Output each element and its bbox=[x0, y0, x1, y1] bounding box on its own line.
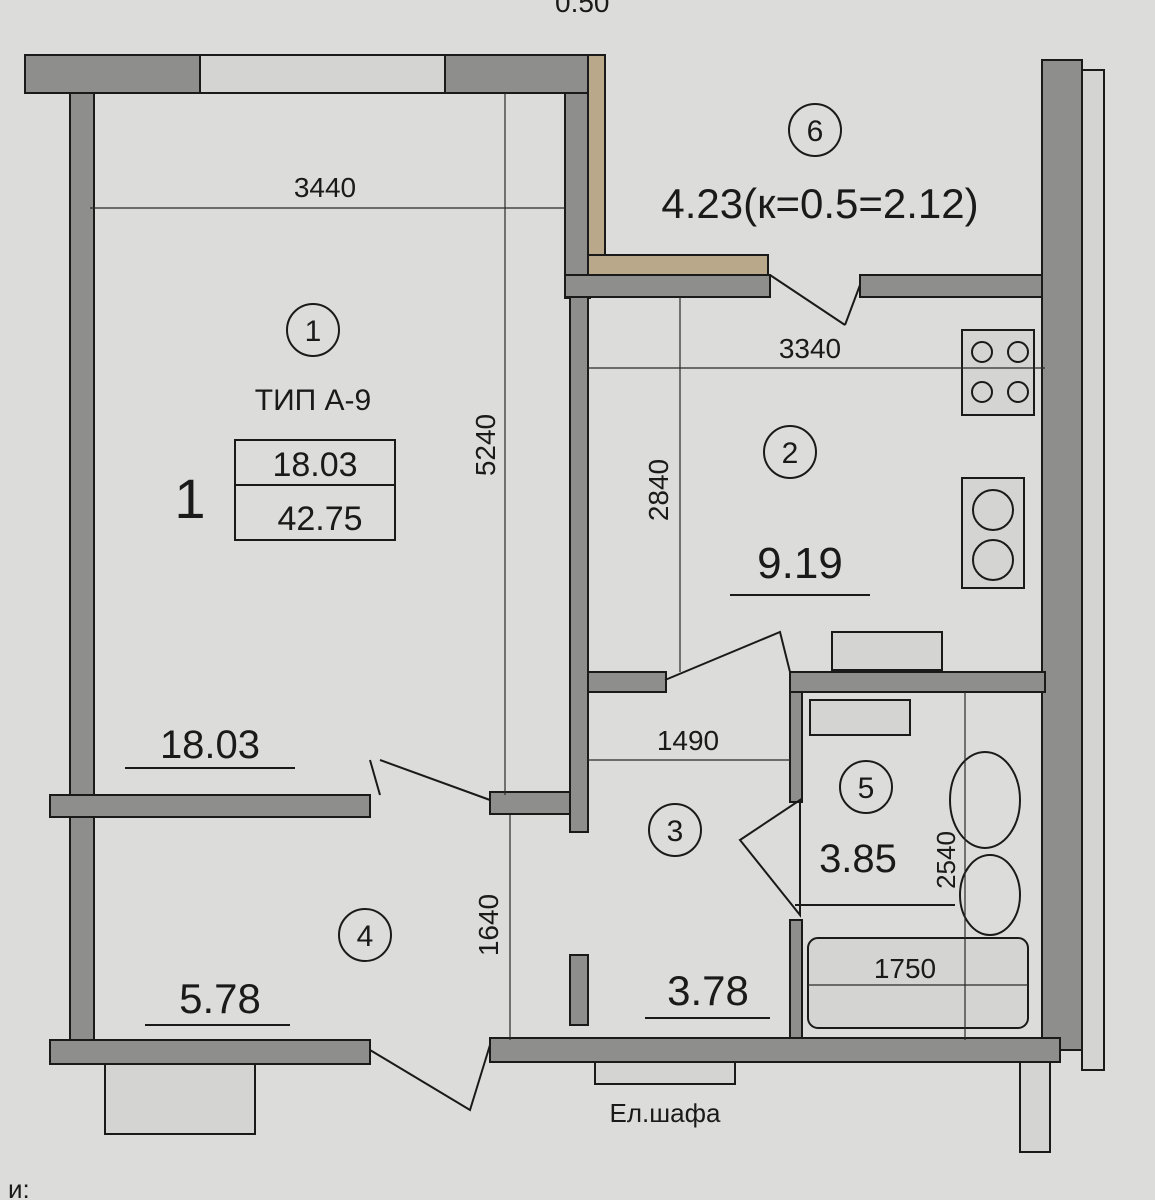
dim-kitchen-width: 3340 bbox=[779, 333, 841, 364]
room-6-number: 6 bbox=[807, 115, 824, 148]
bathtub-icon bbox=[807, 937, 1029, 1029]
sink-icon bbox=[961, 477, 1025, 589]
dim-room1-length: 5240 bbox=[470, 414, 501, 476]
footer-note: и: bbox=[8, 1174, 30, 1200]
washer-icon bbox=[809, 699, 911, 736]
electrical-cabinet-box bbox=[594, 1061, 736, 1085]
room-1-area: 18.03 bbox=[160, 723, 260, 767]
room-4-number: 4 bbox=[357, 920, 374, 953]
toilet-icon bbox=[949, 751, 1021, 849]
electrical-cabinet-label: Ел.шафа bbox=[610, 1098, 721, 1128]
room-5-number: 5 bbox=[858, 772, 875, 805]
dim-room1-width: 3440 bbox=[294, 172, 356, 203]
door-balcony bbox=[769, 274, 861, 326]
room-5-area: 3.85 bbox=[819, 837, 897, 881]
door-entrance bbox=[369, 1044, 491, 1112]
living-area: 18.03 bbox=[272, 446, 357, 484]
room-2-area: 9.19 bbox=[757, 539, 843, 588]
total-area: 42.75 bbox=[277, 500, 362, 538]
fridge-icon bbox=[831, 631, 943, 671]
faint-note: 0.50 bbox=[555, 0, 610, 18]
doors bbox=[369, 274, 861, 1112]
room-4-area: 5.78 bbox=[179, 975, 261, 1022]
dim-hall-width: 1490 bbox=[657, 725, 719, 756]
door-kitchen bbox=[664, 630, 791, 681]
dim-kitchen-length: 2840 bbox=[643, 459, 674, 521]
door-room bbox=[369, 759, 491, 801]
room-6-area: 4.23(к=0.5=2.12) bbox=[661, 180, 978, 227]
dimension-lines bbox=[90, 93, 1045, 1040]
type-label: ТИП А-9 bbox=[255, 384, 371, 417]
room-3-number: 3 bbox=[667, 815, 684, 848]
balcony-wall bbox=[587, 54, 606, 276]
fixtures bbox=[807, 329, 1035, 1029]
room-1-number: 1 bbox=[305, 315, 322, 348]
washbasin-icon bbox=[959, 854, 1021, 936]
room-3-area: 3.78 bbox=[667, 967, 749, 1014]
door-bathroom bbox=[738, 798, 801, 918]
apartment-number: 1 bbox=[174, 467, 205, 530]
dim-bath-length: 2540 bbox=[931, 831, 961, 889]
dim-bathtub-length: 1750 bbox=[874, 953, 936, 984]
window bbox=[199, 54, 451, 94]
dim-corridor-length: 1640 bbox=[473, 894, 504, 956]
walls bbox=[24, 54, 1105, 1153]
room-2-number: 2 bbox=[782, 437, 799, 470]
room-markers bbox=[234, 103, 893, 962]
